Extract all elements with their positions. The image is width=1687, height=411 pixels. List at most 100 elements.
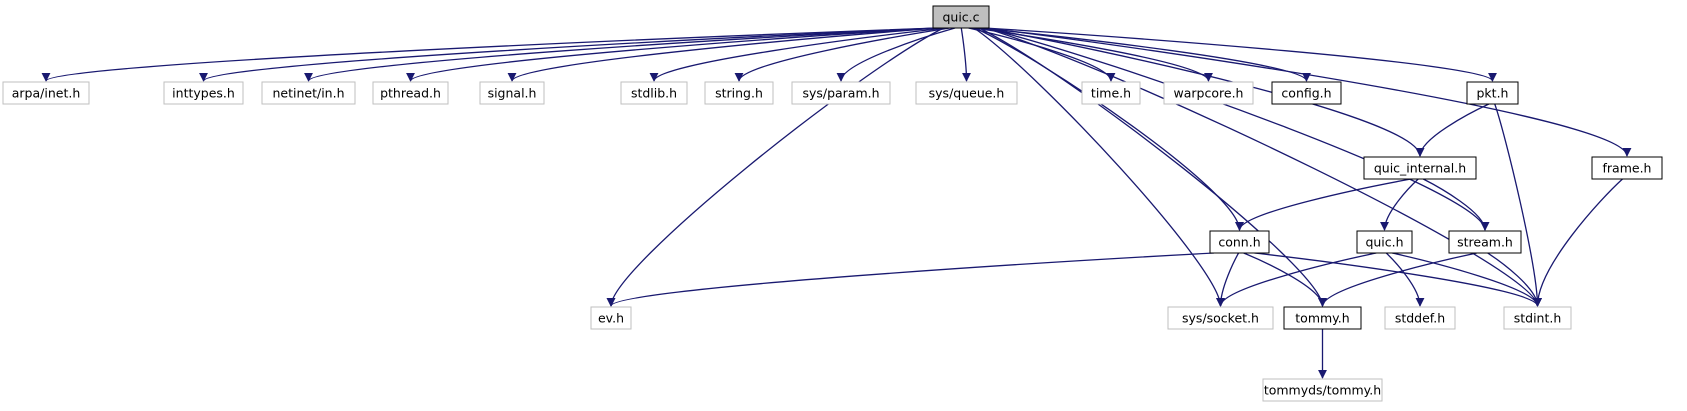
node-box	[1167, 306, 1274, 330]
edge-quic_c-to-sys_queue	[960, 27, 971, 82]
edge-quic_c-to-string	[734, 27, 950, 82]
node-box	[372, 81, 449, 105]
node-tommyds-tommy: tommyds/tommy.h	[1262, 378, 1383, 402]
node-frame[interactable]: frame.h	[1591, 156, 1663, 180]
edge-quic_c-to-netinet_in	[304, 27, 938, 82]
node-box	[1384, 306, 1456, 330]
node-box	[479, 81, 545, 105]
node-inttypes: inttypes.h	[163, 81, 244, 105]
node-tommy[interactable]: tommy.h	[1283, 306, 1362, 330]
node-box	[1271, 81, 1342, 105]
node-box	[1356, 230, 1413, 254]
node-label: pkt.h	[1477, 86, 1509, 101]
node-box	[1363, 156, 1477, 180]
node-pkt[interactable]: pkt.h	[1466, 81, 1519, 105]
node-label: string.h	[715, 86, 763, 101]
node-label: conn.h	[1218, 235, 1260, 250]
node-arpa-inet: arpa/inet.h	[2, 81, 90, 105]
node-box	[1591, 156, 1663, 180]
edge-frame-to-stdint	[1533, 178, 1623, 307]
node-box	[932, 5, 990, 29]
edge-quic_c-to-sys_socket	[973, 27, 1225, 307]
edge-pkt-to-quic_internal	[1415, 103, 1490, 157]
node-box	[1466, 81, 1519, 105]
edge-conn-to-tommy	[1243, 252, 1327, 307]
node-label: sys/socket.h	[1182, 311, 1259, 326]
node-box	[1448, 230, 1522, 254]
node-ev: ev.h	[590, 306, 632, 330]
node-box	[163, 81, 244, 105]
edge-quic_c-to-stdint	[984, 27, 1542, 307]
edge-quic_c-to-frame	[984, 27, 1632, 157]
edge-quic_c-to-ev	[606, 27, 944, 307]
edge-quic_internal-to-stream	[1422, 178, 1490, 231]
node-box	[1283, 306, 1362, 330]
node-label: stddef.h	[1395, 311, 1445, 326]
node-warpcore: warpcore.h	[1163, 81, 1254, 105]
node-label: config.h	[1281, 86, 1331, 101]
edge-quic_c-to-signal	[507, 27, 939, 82]
node-box	[1081, 81, 1141, 105]
edge-quic_h-to-stdint	[1392, 252, 1542, 307]
node-conn[interactable]: conn.h	[1209, 230, 1270, 254]
node-box	[261, 81, 356, 105]
node-label: pthread.h	[380, 86, 441, 101]
node-label: inttypes.h	[172, 86, 235, 101]
edge-quic_internal-to-quic_h	[1380, 178, 1419, 231]
edge-stream-to-stdint	[1487, 252, 1542, 307]
edge-conn-to-stdint	[1254, 252, 1542, 307]
node-label: stream.h	[1457, 235, 1513, 250]
node-netinet-in: netinet/in.h	[261, 81, 356, 105]
node-label: sys/queue.h	[929, 86, 1005, 101]
edge-quic_c-to-conn	[974, 27, 1244, 231]
edge-quic_c-to-pkt	[984, 27, 1497, 82]
edge-quic_c-to-sys_param	[836, 27, 956, 82]
node-box	[2, 81, 90, 105]
node-quic-internal[interactable]: quic_internal.h	[1363, 156, 1477, 180]
node-box	[791, 81, 891, 105]
node-label: tommy.h	[1295, 311, 1349, 326]
edge-quic_c-to-stdlib	[649, 27, 946, 82]
edge-stream-to-tommy	[1318, 252, 1478, 307]
node-label: signal.h	[488, 86, 537, 101]
node-pthread: pthread.h	[372, 81, 449, 105]
node-label: netinet/in.h	[272, 86, 344, 101]
node-box	[1503, 306, 1572, 330]
node-quic-h[interactable]: quic.h	[1356, 230, 1413, 254]
node-stddef: stddef.h	[1384, 306, 1456, 330]
edge-quic_c-to-pthread	[406, 27, 938, 82]
edge-quic_h-to-stddef	[1385, 252, 1425, 307]
node-sys-param: sys/param.h	[791, 81, 891, 105]
node-sys-queue: sys/queue.h	[915, 81, 1018, 105]
node-stream[interactable]: stream.h	[1448, 230, 1522, 254]
node-quic-c: quic.c	[932, 5, 990, 29]
node-label: tommyds/tommy.h	[1264, 383, 1381, 398]
edge-conn-to-sys_socket	[1216, 252, 1240, 307]
node-stdlib: stdlib.h	[620, 81, 688, 105]
node-label: stdint.h	[1514, 311, 1562, 326]
node-label: quic.h	[1365, 235, 1403, 250]
node-sys-socket: sys/socket.h	[1167, 306, 1274, 330]
node-box	[590, 306, 632, 330]
node-config[interactable]: config.h	[1271, 81, 1342, 105]
node-box	[704, 81, 774, 105]
edge-pkt-to-stdint	[1494, 103, 1542, 307]
node-stdint: stdint.h	[1503, 306, 1572, 330]
node-label: sys/param.h	[802, 86, 879, 101]
node-label: quic_internal.h	[1374, 161, 1466, 176]
node-label: warpcore.h	[1174, 86, 1244, 101]
edge-quic_c-to-inttypes	[199, 27, 938, 82]
node-label: stdlib.h	[631, 86, 677, 101]
node-label: time.h	[1091, 86, 1131, 101]
node-label: arpa/inet.h	[12, 86, 81, 101]
node-signal: signal.h	[479, 81, 545, 105]
node-box	[1262, 378, 1383, 402]
edge-quic_c-to-stream	[984, 27, 1490, 231]
node-box	[1209, 230, 1270, 254]
nodes-layer: quic.c arpa/inet.h inttypes.h netinet/in.h p…	[2, 5, 1663, 402]
node-box	[915, 81, 1018, 105]
edge-conn-to-ev	[606, 252, 1215, 307]
node-string: string.h	[704, 81, 774, 105]
edge-quic_internal-to-conn	[1235, 178, 1412, 231]
